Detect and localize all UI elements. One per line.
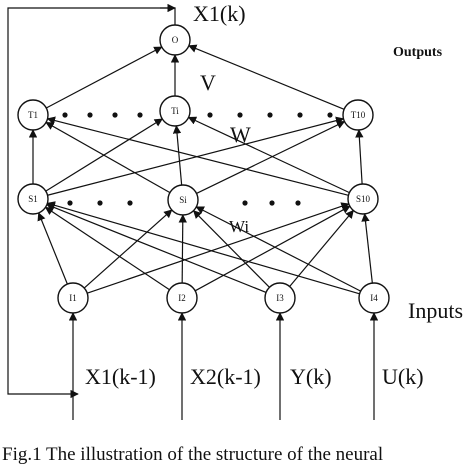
dot-t-right-2 <box>267 112 273 118</box>
node-ti <box>159 95 191 127</box>
ellipsis-dots <box>62 112 333 206</box>
edge-T10-O <box>188 44 345 110</box>
edge-I2-S10 <box>194 205 351 292</box>
outputs-label: Outputs <box>393 45 443 60</box>
node-t10 <box>342 99 374 131</box>
edge-I2-Si <box>178 214 187 284</box>
dot-s-left-2 <box>127 200 133 206</box>
edge-I4-S1 <box>46 201 360 295</box>
node-label-s10: S10 <box>356 194 371 204</box>
node-label-i3: I3 <box>276 293 284 303</box>
figure-caption: Fig.1 The illustration of the structure … <box>2 444 384 465</box>
node-i1 <box>57 282 89 314</box>
connections <box>7 3 379 420</box>
input-var-x2: X2(k-1) <box>190 364 261 389</box>
edge-S1-T10 <box>47 116 345 196</box>
edge-I1-S10 <box>87 202 350 294</box>
node-s10 <box>347 183 379 215</box>
edge-I4-S10 <box>361 213 373 284</box>
node-label-i1: I1 <box>69 293 77 303</box>
edge-I3-Si <box>192 210 270 288</box>
edge-S10-Ti <box>187 116 350 194</box>
node-o <box>159 24 191 56</box>
dot-t-right-0 <box>207 112 213 118</box>
edge-Si-T10 <box>196 121 346 194</box>
edge-I3-S10 <box>289 209 354 287</box>
edge-I4-Si <box>195 206 361 292</box>
node-t1 <box>17 99 49 131</box>
node-label-s1: S1 <box>28 194 38 204</box>
edge-I1-S1 <box>37 212 68 285</box>
node-label-i4: I4 <box>370 293 378 303</box>
node-s1 <box>17 183 49 215</box>
node-si <box>167 184 199 216</box>
edge-Si-T1 <box>45 121 171 194</box>
node-label-t1: T1 <box>28 110 38 120</box>
feedback-loop <box>7 7 176 399</box>
weight-wi-label: Wi <box>229 217 250 236</box>
inputs-label: Inputs <box>408 298 463 323</box>
dot-s-right-2 <box>295 200 301 206</box>
node-label-i2: I2 <box>178 293 186 303</box>
dot-s-left-0 <box>67 200 73 206</box>
dot-t-right-4 <box>327 112 333 118</box>
dot-s-left-1 <box>97 200 103 206</box>
dot-t-left-1 <box>87 112 93 118</box>
weight-v-label: V <box>200 70 216 95</box>
dot-t-left-0 <box>62 112 68 118</box>
weight-w-label: W <box>230 122 251 147</box>
edge-S10-T10 <box>355 129 364 185</box>
node-label-si: Si <box>179 195 187 205</box>
dot-t-right-3 <box>297 112 303 118</box>
node-label-ti: Ti <box>171 106 179 116</box>
dot-t-right-1 <box>237 112 243 118</box>
node-i3 <box>264 282 296 314</box>
node-label-o: O <box>172 35 179 45</box>
dot-t-left-3 <box>137 112 143 118</box>
node-i4 <box>358 282 390 314</box>
input-var-y: Y(k) <box>290 364 332 389</box>
edge-I3-S1 <box>46 203 267 293</box>
dot-s-right-0 <box>242 200 248 206</box>
edge-Si-Ti <box>172 125 183 186</box>
input-var-x1: X1(k-1) <box>85 364 156 389</box>
node-label-t10: T10 <box>351 110 366 120</box>
dot-t-left-2 <box>112 112 118 118</box>
edge-I1-Si <box>83 209 173 289</box>
edge-S10-T1 <box>46 116 349 196</box>
node-i2 <box>166 282 198 314</box>
edge-I2-S1 <box>44 206 170 291</box>
output-variable-label: X1(k) <box>193 1 246 26</box>
edge-T1-O <box>45 46 163 109</box>
dot-s-right-1 <box>269 200 275 206</box>
input-var-u: U(k) <box>382 364 424 389</box>
